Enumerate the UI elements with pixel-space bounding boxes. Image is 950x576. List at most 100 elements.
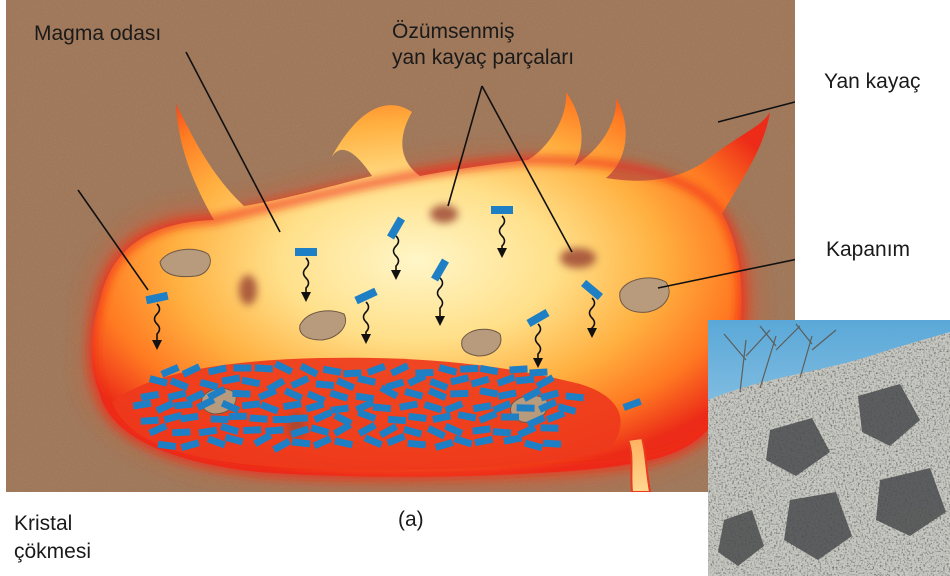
sinking-crystal: [354, 287, 378, 344]
sinking-crystal: [581, 279, 603, 338]
settled-crystal: [459, 364, 479, 373]
assimilated-fragment: [430, 205, 458, 223]
settled-crystal: [529, 368, 548, 377]
settled-crystal: [291, 438, 311, 448]
settled-crystal: [479, 364, 499, 376]
label-crystal-line1: Kristal: [14, 512, 73, 535]
settled-crystal: [423, 401, 443, 414]
settled-crystal: [429, 378, 449, 391]
settled-crystal: [257, 387, 278, 401]
assimilated-fragment: [239, 275, 257, 305]
xenolith: [159, 248, 211, 278]
settled-crystal: [372, 403, 392, 413]
settled-crystal: [160, 364, 180, 378]
xenolith: [619, 277, 670, 313]
settled-crystal: [180, 439, 200, 451]
label-backdrop: [0, 492, 708, 576]
settled-crystal: [557, 403, 577, 415]
leader-inclusion: [657, 253, 823, 289]
sinking-crystal: [526, 309, 550, 368]
settled-crystal: [509, 365, 528, 374]
settled-crystal: [199, 379, 219, 391]
settled-crystal: [243, 426, 262, 434]
settled-crystal: [427, 387, 448, 401]
settled-crystal: [357, 375, 377, 386]
settled-crystal: [290, 375, 310, 389]
settled-crystal: [404, 388, 424, 400]
settled-crystal: [434, 438, 454, 451]
settled-crystal: [387, 415, 407, 425]
settled-crystals: [132, 360, 642, 453]
settled-crystal: [169, 377, 189, 391]
settled-crystal: [312, 435, 332, 450]
sinking-crystal: [491, 206, 513, 258]
settled-crystal: [265, 426, 284, 435]
label-magma-chamber: Magma odası: [34, 22, 162, 45]
sinking-crystal: [431, 258, 449, 326]
settled-crystal: [450, 374, 470, 386]
settled-crystal: [523, 439, 544, 452]
settled-crystal: [282, 400, 302, 411]
settled-crystal: [516, 404, 535, 412]
settled-crystal: [272, 438, 292, 453]
settled-crystal: [313, 409, 333, 423]
panel-label: (a): [398, 508, 424, 531]
settled-crystal: [444, 422, 464, 437]
settled-crystal: [385, 378, 405, 391]
settled-crystal: [622, 398, 642, 411]
settled-crystal: [335, 377, 356, 392]
settled-crystal: [363, 434, 383, 448]
settled-crystal: [403, 425, 423, 438]
xenoliths: [159, 248, 670, 423]
settled-crystal: [249, 414, 268, 423]
settled-crystal: [289, 414, 309, 423]
settled-crystal: [140, 390, 160, 401]
settled-crystal: [148, 422, 168, 437]
settled-crystal: [259, 401, 280, 415]
settled-crystal: [233, 364, 252, 372]
label-inclusion: Kapanım: [826, 238, 911, 261]
settled-crystal: [444, 400, 464, 414]
leader-assimilated-a: [447, 85, 483, 207]
settled-crystal: [453, 435, 473, 448]
settled-crystal: [206, 435, 227, 449]
settled-crystal: [220, 399, 241, 414]
settled-crystal: [198, 426, 218, 437]
settled-crystal: [500, 413, 520, 421]
settled-crystal: [224, 433, 244, 446]
label-country-rock: Yan kayaç: [824, 70, 921, 93]
settled-crystal: [330, 404, 349, 414]
settled-crystal: [357, 421, 377, 437]
settled-crystal: [132, 399, 152, 410]
settled-crystal: [378, 423, 399, 439]
settled-crystal: [253, 432, 273, 447]
settled-crystal: [241, 376, 261, 388]
settled-crystal: [306, 390, 326, 405]
settled-crystal: [283, 387, 304, 402]
settled-crystal: [290, 425, 310, 438]
settled-crystal: [538, 398, 558, 413]
label-assimilated-line2: yan kayaç parçaları: [392, 46, 575, 69]
settled-crystal: [472, 402, 492, 413]
leader-assimilated-b: [481, 85, 573, 253]
settled-crystal: [221, 374, 241, 385]
settled-crystal: [366, 362, 386, 376]
settled-crystal: [540, 424, 559, 432]
settled-crystal: [232, 389, 251, 398]
settled-crystal: [181, 363, 201, 378]
settled-crystal: [343, 369, 362, 378]
settled-crystal: [155, 399, 175, 414]
settled-crystal: [299, 362, 319, 378]
settled-crystal: [241, 400, 261, 410]
leader-magma-chamber: [185, 51, 281, 233]
sinking-crystal: [295, 248, 317, 302]
settled-crystal: [408, 412, 427, 422]
settled-crystal: [386, 432, 406, 447]
settled-crystal: [526, 414, 546, 429]
settled-crystal: [474, 435, 494, 447]
settled-crystal: [450, 389, 469, 398]
sinking-crystal: [387, 216, 405, 280]
settled-crystal: [407, 372, 427, 387]
settled-crystal: [196, 396, 216, 411]
settled-crystal: [315, 380, 335, 389]
